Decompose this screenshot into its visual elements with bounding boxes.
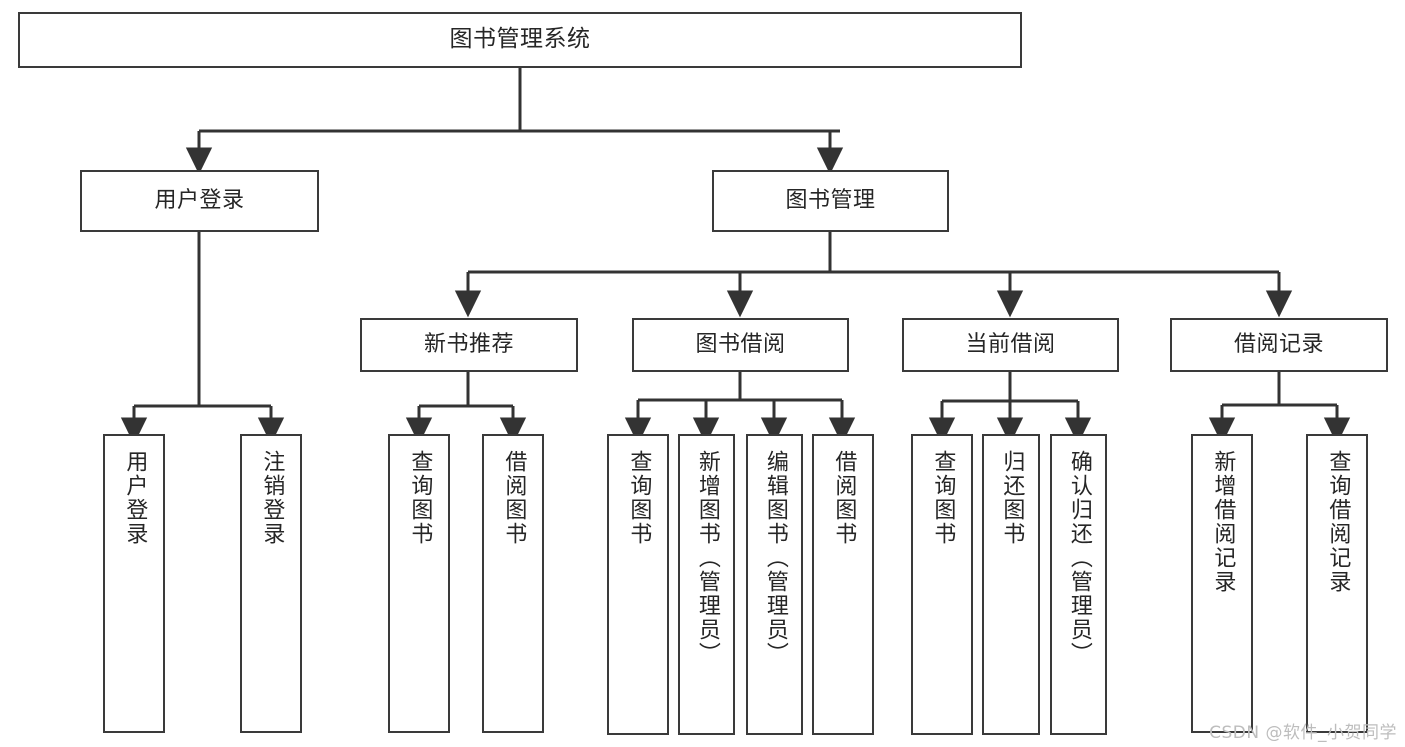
node-label: 新增借阅记录: [1210, 450, 1236, 594]
node-new-book-recommend[interactable]: 新书推荐: [360, 318, 578, 372]
node-label: 图书管理: [785, 188, 876, 214]
leaf-current-borrow-return[interactable]: 归还图书: [982, 434, 1040, 735]
node-label: 用户登录: [122, 450, 148, 546]
node-label: 查询借阅记录: [1325, 450, 1351, 594]
leaf-borrow-record-query[interactable]: 查询借阅记录: [1306, 434, 1368, 733]
leaf-borrow-record-add[interactable]: 新增借阅记录: [1191, 434, 1253, 733]
node-label: 注销登录: [259, 450, 285, 546]
leaf-new-book-borrow[interactable]: 借阅图书: [482, 434, 544, 733]
node-label: 确认归还（管理员）: [1066, 450, 1092, 666]
leaf-current-borrow-query[interactable]: 查询图书: [911, 434, 973, 735]
leaf-book-borrow-add[interactable]: 新增图书（管理员）: [678, 434, 735, 735]
node-label: 归还图书: [999, 450, 1025, 546]
leaf-book-borrow-edit[interactable]: 编辑图书（管理员）: [746, 434, 803, 735]
node-current-borrow[interactable]: 当前借阅: [902, 318, 1119, 372]
leaf-new-book-query[interactable]: 查询图书: [388, 434, 450, 733]
node-label: 新增图书（管理员）: [694, 450, 720, 666]
node-label: 借阅图书: [501, 450, 527, 546]
node-label: 查询图书: [626, 450, 652, 546]
node-label: 图书借阅: [695, 332, 786, 358]
node-root-system[interactable]: 图书管理系统: [18, 12, 1022, 68]
leaf-current-borrow-confirm-return[interactable]: 确认归还（管理员）: [1050, 434, 1107, 735]
node-label: 新书推荐: [423, 332, 514, 358]
leaf-book-borrow-query[interactable]: 查询图书: [607, 434, 669, 735]
node-borrow-record[interactable]: 借阅记录: [1170, 318, 1388, 372]
node-label: 用户登录: [154, 188, 245, 214]
node-label: 借阅记录: [1233, 332, 1324, 358]
node-label: 查询图书: [407, 450, 433, 546]
node-label: 借阅图书: [831, 450, 857, 546]
node-label: 当前借阅: [965, 332, 1056, 358]
leaf-book-borrow-borrow[interactable]: 借阅图书: [812, 434, 874, 735]
node-label: 查询图书: [930, 450, 956, 546]
node-user-login[interactable]: 用户登录: [80, 170, 319, 232]
leaf-user-login-logout[interactable]: 注销登录: [240, 434, 302, 733]
node-label: 编辑图书（管理员）: [762, 450, 788, 666]
node-label: 图书管理系统: [449, 26, 591, 53]
node-book-borrow[interactable]: 图书借阅: [632, 318, 849, 372]
csdn-watermark: CSDN @软件_小贺同学: [1209, 723, 1397, 743]
node-book-management[interactable]: 图书管理: [712, 170, 949, 232]
leaf-user-login-login[interactable]: 用户登录: [103, 434, 165, 733]
